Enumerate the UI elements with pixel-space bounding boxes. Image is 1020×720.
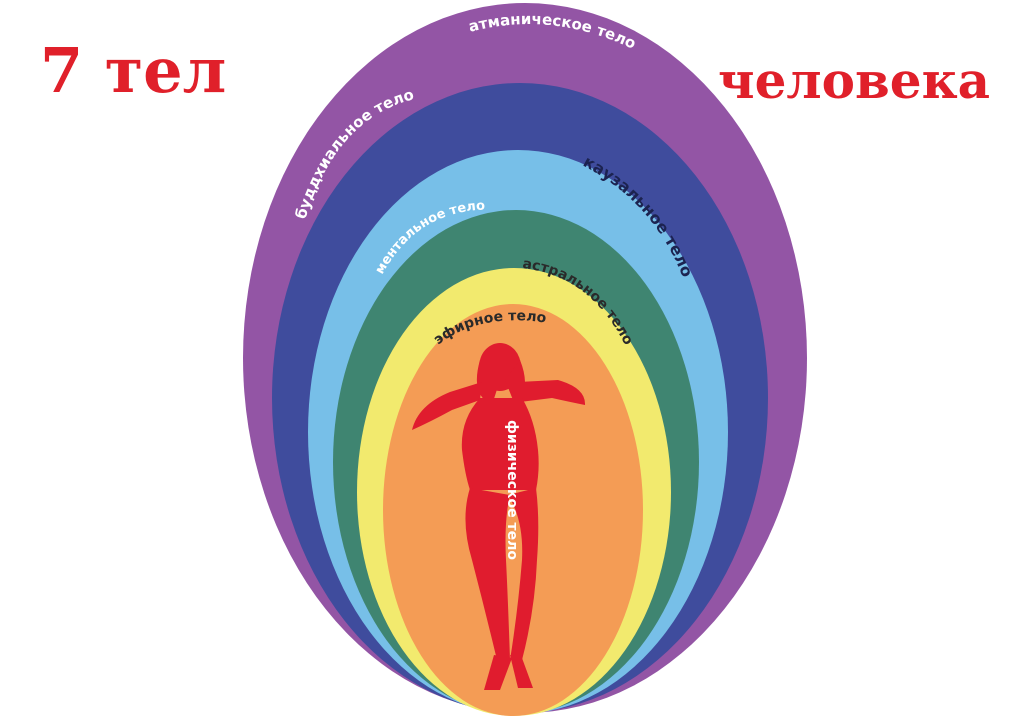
physical-body-label: физическое тело bbox=[504, 420, 520, 560]
title-left: 7 тел bbox=[40, 34, 226, 107]
human-silhouette bbox=[412, 343, 586, 690]
title-right: человека bbox=[718, 51, 990, 110]
